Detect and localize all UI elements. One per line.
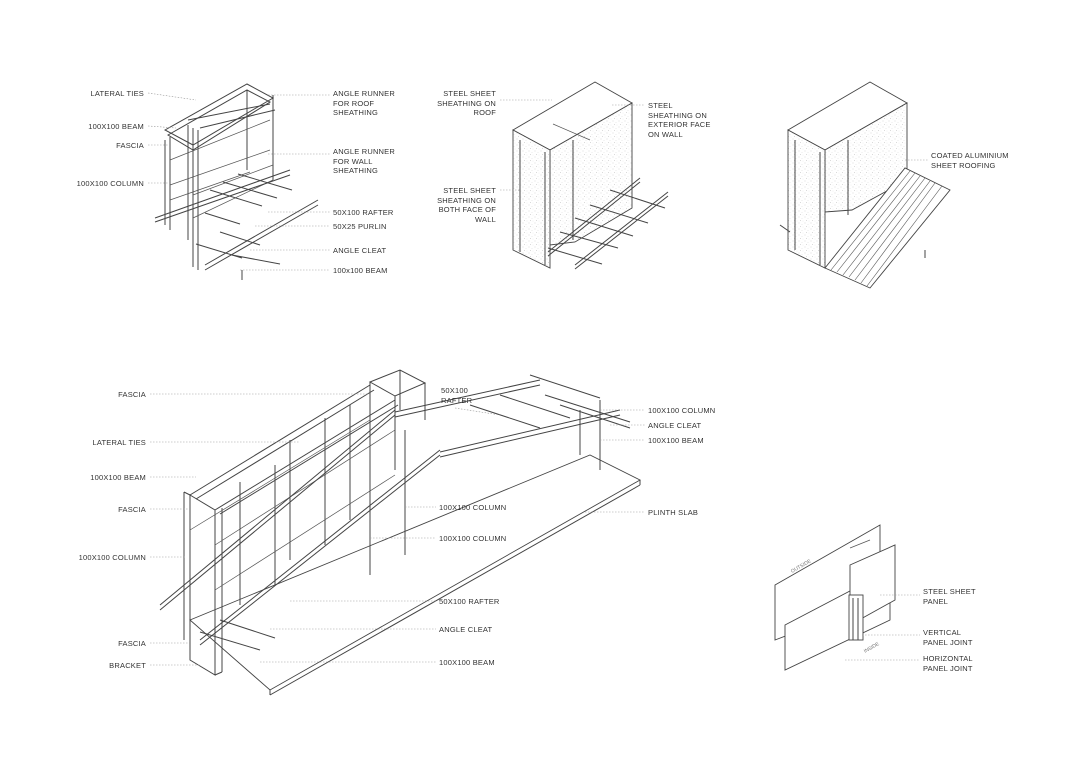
- d4-beam-bottom-label: 100X100 BEAM: [439, 658, 495, 667]
- d1-purlin-label: 50X25 PURLIN: [333, 222, 387, 231]
- d4-column-right-label: 100X100 COLUMN: [648, 406, 716, 415]
- d4-angle-cleat-right-label: ANGLE CLEAT: [648, 421, 702, 430]
- diagram-3-roofed: [779, 81, 951, 289]
- d1-beam-bottom-label: 100x100 BEAM: [333, 266, 388, 275]
- d4-angle-cleat-bottom-label: ANGLE CLEAT: [439, 625, 493, 634]
- d1-angle-cleat-label: ANGLE CLEAT: [333, 246, 387, 255]
- diagram-4-main-frame: [159, 369, 641, 696]
- diagram-2-sheathed-frame: [512, 81, 669, 270]
- d4-column-mid1-label: 100X100 COLUMN: [439, 503, 507, 512]
- d1-beam-top-label: 100X100 BEAM: [88, 122, 144, 131]
- inside-annotation: INSIDE: [863, 641, 881, 655]
- d4-column-left-label: 100X100 COLUMN: [78, 553, 146, 562]
- d4-fascia-top-label: FASCIA: [118, 390, 146, 399]
- d4-bracket-label: BRACKET: [109, 661, 146, 670]
- d4-fascia-bottom-label: FASCIA: [118, 639, 146, 648]
- d4-plinth-slab-label: PLINTH SLAB: [648, 508, 699, 517]
- d1-lateral-ties-label: LATERAL TIES: [90, 89, 144, 98]
- d1-column-label: 100X100 COLUMN: [76, 179, 144, 188]
- d2-sheathing-both-label: STEEL SHEET SHEATHING ON BOTH FACE OF WA…: [437, 186, 496, 224]
- d4-fascia-mid-label: FASCIA: [118, 505, 146, 514]
- d1-angle-runner-wall-label: ANGLE RUNNER FOR WALL SHEATHING: [333, 147, 395, 175]
- d5-vertical-joint-label: VERTICAL PANEL JOINT: [923, 628, 973, 647]
- d4-rafter-bottom-label: 50X100 RAFTER: [439, 597, 500, 606]
- d4-lateral-ties-label: LATERAL TIES: [92, 438, 146, 447]
- d1-angle-runner-roof-label: ANGLE RUNNER FOR ROOF SHEATHING: [333, 89, 395, 117]
- d1-fascia-label: FASCIA: [116, 141, 144, 150]
- d2-sheathing-roof-label: STEEL SHEET SHEATHING ON ROOF: [437, 89, 496, 117]
- leader-lines: [147, 92, 928, 666]
- d5-steel-panel-label: STEEL SHEET PANEL: [923, 587, 976, 606]
- d4-beam-left-label: 100X100 BEAM: [90, 473, 146, 482]
- diagram-1-frame: [154, 83, 319, 280]
- d4-column-mid2-label: 100X100 COLUMN: [439, 534, 507, 543]
- d3-roofing-label: COATED ALUMINIUM SHEET ROOFING: [931, 151, 1009, 170]
- d4-beam-right-label: 100X100 BEAM: [648, 436, 704, 445]
- d5-horizontal-joint-label: HORIZONTAL PANEL JOINT: [923, 654, 973, 673]
- d2-sheathing-exterior-label: STEEL SHEATHING ON EXTERIOR FACE ON WALL: [648, 101, 711, 139]
- d4-rafter-top-label: 50X100 RAFTER: [441, 386, 473, 405]
- diagram-5-panel-joint: OUTSIDE INSIDE: [774, 524, 896, 671]
- d1-rafter-label: 50X100 RAFTER: [333, 208, 394, 217]
